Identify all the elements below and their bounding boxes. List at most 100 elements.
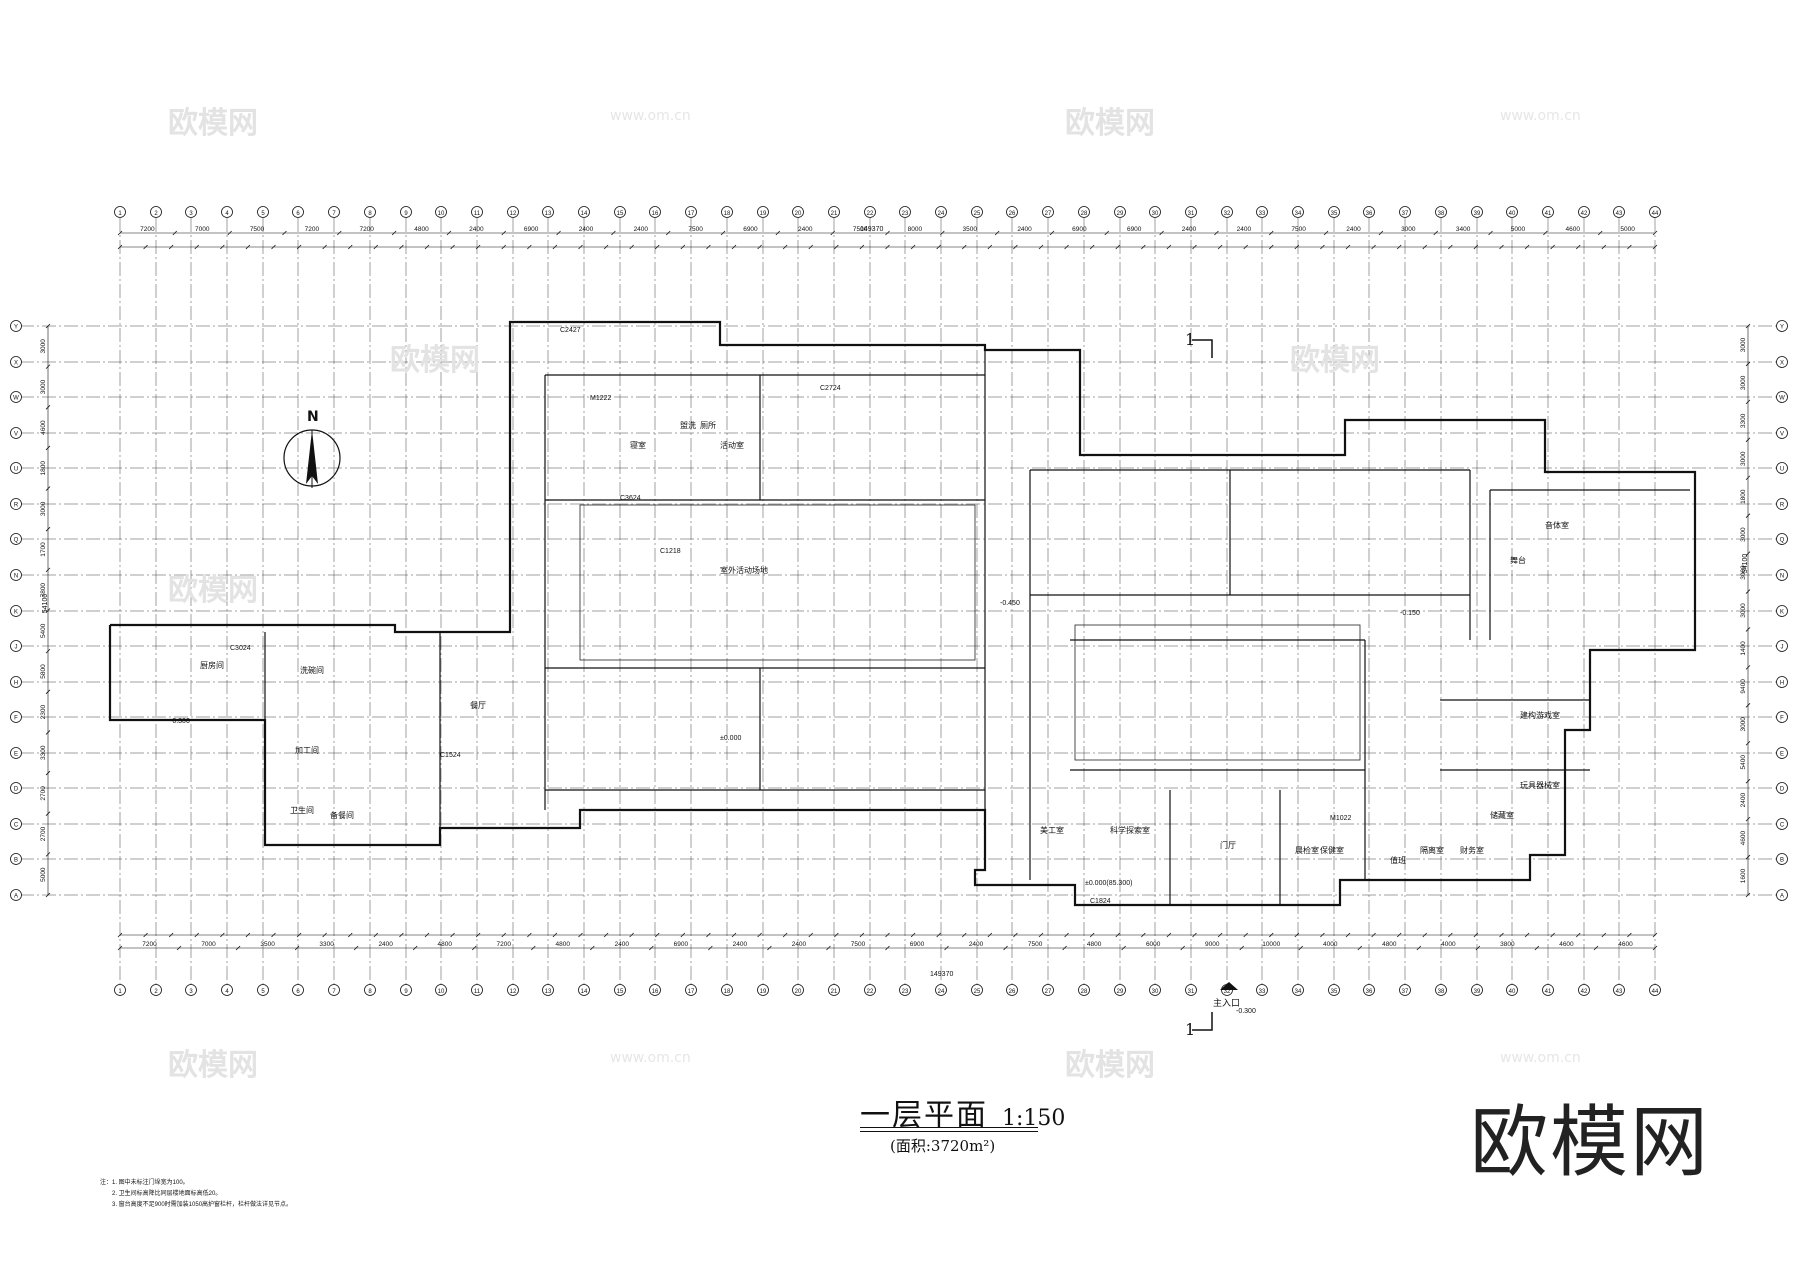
dimension-tick [220,932,225,938]
axis-label-right: D [1780,787,1785,793]
dimension-tick [1475,945,1481,951]
dimension-value: 3300 [1740,413,1747,428]
dimension-tick [885,230,890,236]
room-label: 卫生间 [290,806,314,815]
dimension-tick [680,932,686,938]
room-label: 门厅 [1220,841,1236,850]
dimension-tick [808,932,814,938]
dimension-value: 2400 [1237,226,1252,233]
dimension-value: 2400 [1182,226,1197,233]
axis-label-bottom: 20 [795,989,802,995]
dimension-tick [1371,244,1376,250]
dimension-tick [611,230,616,236]
axis-bubble-bottom [150,984,162,996]
dimension-tick [1488,230,1493,236]
room-label: 晨检室 [1295,846,1319,855]
dimension-tick [1550,932,1555,938]
axis-label-top: 25 [974,211,981,217]
room-label: 活动室 [720,441,744,450]
dimension-value: 2400 [579,226,594,233]
axis-label-bottom: 28 [1081,989,1088,995]
dimension-value: 1400 [1740,641,1747,656]
axis-label-bottom: 39 [1474,989,1481,995]
dimension-tick [680,244,686,250]
dimension-value: 4800 [1087,941,1102,948]
dimension-tick [1243,932,1248,938]
dimension-tick [1448,244,1453,250]
room-label: 值班 [1390,856,1406,865]
dimension-tick [1396,932,1402,938]
axis-bubble-bottom [1292,984,1304,996]
dimension-tick [1652,945,1658,951]
axis-bubble-top [757,206,769,218]
axis-label-bottom: 40 [1509,989,1516,995]
dimension-value: 1800 [40,461,47,476]
dimension-tick [961,932,967,938]
dimension-value: 4600 [1740,830,1747,845]
axis-label-top: 12 [510,211,517,217]
axis-bubble-bottom [328,984,340,996]
dimension-tick [1320,932,1325,938]
dimension-tick [552,244,558,250]
dimension-tick [471,945,477,951]
dimension-tick [665,230,671,236]
dimension-tick [424,932,430,938]
axis-label-bottom: 3 [189,989,193,995]
axis-bubble-bottom [1506,984,1518,996]
dimension-tick [1371,932,1376,938]
dimension-tick [1543,230,1548,236]
axis-label-left: C [14,823,19,829]
axis-label-bottom: 13 [545,989,552,995]
dimension-tick [1745,475,1751,481]
dimension-tick [1298,945,1304,951]
axis-label-bottom: 19 [760,989,767,995]
dimension-tick [1473,932,1479,938]
axis-bubble-left [10,818,22,830]
dimension-tick [944,945,949,951]
axis-label-top: 23 [902,211,909,217]
dimension-tick [808,244,814,250]
axis-bubble-top [1149,206,1161,218]
dimension-tick [1396,244,1402,250]
dimension-value: 2700 [40,786,47,801]
axis-label-top: 39 [1474,211,1481,217]
dimension-tick [834,932,839,938]
dimension-tick [1345,244,1351,250]
dimension-value: 7500 [851,941,866,948]
dimension-value: 7500 [250,226,265,233]
dimension-tick [271,244,276,250]
axis-label-bottom: 7 [332,989,336,995]
dimension-tick [1745,589,1751,594]
axis-label-top: 16 [652,211,659,217]
room-label: 室外活动场地 [720,566,768,575]
axis-bubble-top [899,206,911,218]
axis-bubble-right [1776,853,1788,865]
axis-bubble-top [1542,206,1554,218]
axis-bubble-bottom [1006,984,1018,996]
outdoor-play-area [1074,624,1361,761]
axis-bubble-top [1435,206,1447,218]
dimension-value: 1800 [1740,489,1747,504]
note-line: 3. 窗台高度不足900时需加装1050高护窗栏杆，栏杆做法详见节点。 [112,1202,293,1208]
dimension-tick [527,244,532,250]
axis-label-bottom: 8 [368,989,372,995]
dimension-tick [629,244,634,250]
dimension-value: 6900 [1127,226,1142,233]
dimension-tick [1627,244,1632,250]
dimension-tick [720,230,726,236]
axis-label-bottom: 43 [1616,989,1623,995]
watermark: 欧模网 [390,343,480,378]
axis-bubble-right [1776,640,1788,652]
dimension-tick [1652,932,1658,938]
axis-bubble-top [542,206,554,218]
axis-label-left: E [14,752,18,758]
axis-label-bottom: 14 [581,989,588,995]
dimension-tick [45,486,51,491]
dimension-value: 7500 [1291,226,1306,233]
dimension-tick [194,932,200,938]
dimension-value: 7200 [305,226,320,233]
dimension-tick [757,244,762,250]
axis-bubble-top [185,206,197,218]
axis-bubble-right [1776,427,1788,439]
